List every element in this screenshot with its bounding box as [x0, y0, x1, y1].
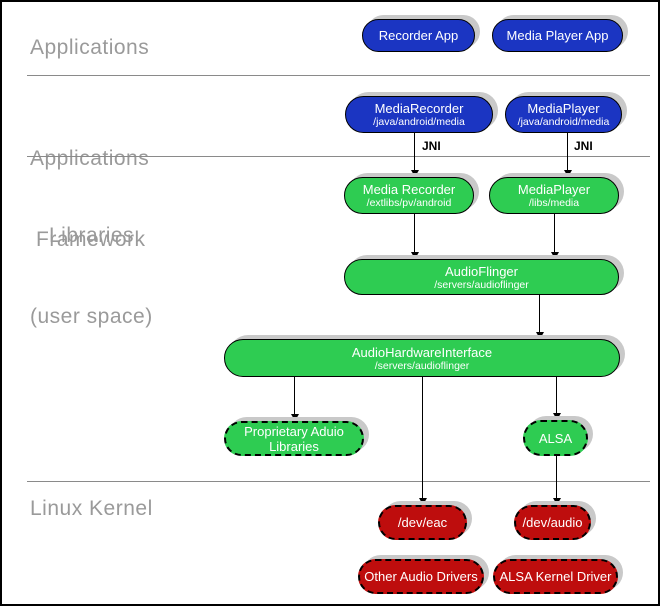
- node-label: /dev/eac: [397, 515, 448, 530]
- node-label: Libraries: [269, 438, 319, 454]
- jni-edge-label: JNI: [422, 139, 441, 153]
- arrow-media-recorder-lib-to-audioflinger: [410, 214, 419, 259]
- node-dev-eac: /dev/eac: [378, 505, 467, 540]
- node-label: Recorder App: [378, 28, 459, 43]
- node-path: /libs/media: [528, 197, 580, 209]
- arrow-mediarecorder-fw-to-lib: [410, 133, 419, 177]
- node-dev-audio: /dev/audio: [514, 505, 591, 540]
- node-other-audio-drivers: Other Audio Drivers: [358, 559, 484, 594]
- node-label: Proprietary Aduio: [244, 423, 344, 439]
- layer-divider-line: [27, 156, 650, 157]
- node-label: MediaPlayer: [527, 101, 600, 116]
- node-mediaplayer-framework: MediaPlayer /java/android/media: [505, 96, 622, 133]
- layer-divider-line: [27, 75, 650, 76]
- layer-label-libraries-line2: (user space): [30, 305, 153, 328]
- arrow-ahi-to-proprietary-libs: [290, 377, 299, 421]
- node-media-player-app: Media Player App: [492, 19, 623, 52]
- node-audioflinger: AudioFlinger /servers/audioflinger: [344, 259, 619, 295]
- jni-edge-label: JNI: [574, 139, 593, 153]
- node-label: AudioFlinger: [445, 263, 518, 279]
- node-label: /dev/audio: [522, 515, 583, 530]
- node-proprietary-audio-libraries: Proprietary Aduio Libraries: [224, 421, 364, 456]
- layer-divider-line: [27, 481, 650, 482]
- node-alsa-kernel-driver: ALSA Kernel Driver: [493, 559, 618, 594]
- node-path: /java/android/media: [517, 116, 610, 128]
- layer-label-applications: Applications: [30, 36, 150, 59]
- layer-label-applications-framework: Applications Framework: [30, 91, 149, 307]
- node-label: ALSA: [538, 430, 573, 446]
- node-path: /servers/audioflinger: [374, 359, 470, 372]
- node-recorder-app: Recorder App: [362, 19, 475, 52]
- node-label: Media Player App: [506, 28, 609, 43]
- node-label: Media Recorder: [362, 182, 456, 197]
- node-media-recorder-library: Media Recorder /extlibs/pv/android: [344, 177, 474, 214]
- node-path: /servers/audioflinger: [434, 278, 529, 291]
- layer-label-libraries-line1: Libraries: [49, 224, 135, 247]
- node-path: /java/android/media: [373, 116, 465, 128]
- layer-label-libraries: Libraries (user space): [30, 168, 153, 384]
- node-mediaplayer-library: MediaPlayer /libs/media: [489, 177, 619, 214]
- arrow-mediaplayer-fw-to-lib: [563, 133, 572, 177]
- node-label: AudioHardwareInterface: [351, 344, 493, 360]
- arrow-ahi-to-dev-eac: [418, 377, 427, 505]
- node-audiohardwareinterface: AudioHardwareInterface /servers/audiofli…: [224, 339, 620, 377]
- layer-label-framework-line1: Applications: [30, 147, 150, 170]
- arrow-alsa-to-dev-audio: [552, 456, 561, 505]
- node-label: MediaRecorder: [374, 101, 464, 116]
- layer-label-linux-kernel: Linux Kernel: [30, 497, 153, 520]
- node-label: Other Audio Drivers: [364, 569, 478, 584]
- arrow-ahi-to-alsa: [552, 377, 561, 420]
- node-alsa: ALSA: [523, 420, 588, 456]
- arrow-mediaplayer-lib-to-audioflinger: [550, 214, 559, 259]
- arrow-audioflinger-to-ahi: [535, 295, 544, 339]
- node-path: /extlibs/pv/android: [366, 197, 452, 209]
- node-label: ALSA Kernel Driver: [499, 569, 612, 584]
- layer-label-framework-line2: Framework: [36, 228, 146, 251]
- node-mediarecorder-framework: MediaRecorder /java/android/media: [345, 96, 493, 133]
- node-label: MediaPlayer: [517, 182, 591, 197]
